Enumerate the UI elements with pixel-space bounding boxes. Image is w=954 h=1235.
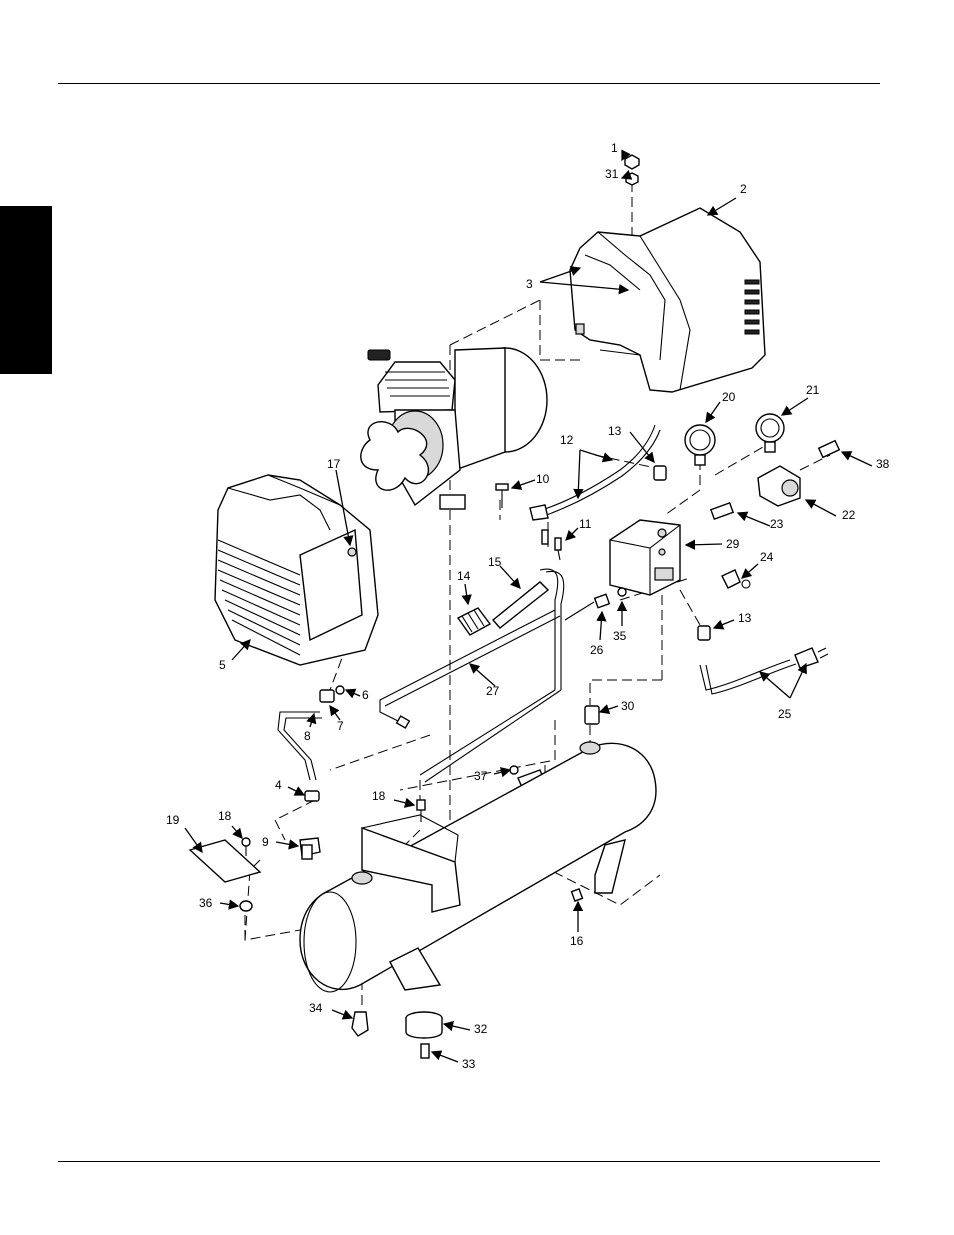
callout-34: 34 bbox=[309, 1001, 323, 1015]
callout-4: 4 bbox=[275, 778, 282, 792]
check-valve bbox=[565, 588, 626, 620]
callout-13-lower: 13 bbox=[738, 611, 752, 625]
callout-31: 31 bbox=[605, 167, 619, 181]
pressure-gauges bbox=[685, 414, 784, 465]
tubes bbox=[420, 569, 564, 782]
motor-shroud bbox=[215, 475, 378, 665]
fittings bbox=[711, 441, 839, 588]
callout-25: 25 bbox=[778, 707, 792, 721]
callout-1: 1 bbox=[611, 141, 618, 155]
callout-26: 26 bbox=[590, 643, 604, 657]
callout-35: 35 bbox=[613, 629, 627, 643]
callout-36: 36 bbox=[199, 896, 213, 910]
callout-14: 14 bbox=[457, 569, 471, 583]
callout-2: 2 bbox=[740, 182, 747, 196]
callout-33: 33 bbox=[462, 1057, 476, 1071]
callout-10: 10 bbox=[536, 472, 550, 486]
callout-7: 7 bbox=[337, 719, 344, 733]
callout-37: 37 bbox=[474, 769, 488, 783]
callout-18-upper: 18 bbox=[372, 789, 386, 803]
callout-13-upper: 13 bbox=[608, 424, 622, 438]
callout-38: 38 bbox=[876, 457, 890, 471]
callout-24: 24 bbox=[760, 550, 774, 564]
callout-21: 21 bbox=[806, 383, 820, 397]
callout-17: 17 bbox=[327, 457, 341, 471]
callout-11: 11 bbox=[579, 517, 592, 531]
callout-20: 20 bbox=[722, 390, 736, 404]
callout-27: 27 bbox=[486, 684, 500, 698]
callout-5: 5 bbox=[219, 658, 226, 672]
callout-3: 3 bbox=[526, 277, 533, 291]
callout-9: 9 bbox=[262, 835, 269, 849]
shroud-cover bbox=[570, 208, 765, 392]
nut-part bbox=[625, 155, 639, 185]
callout-19: 19 bbox=[166, 813, 180, 827]
callout-6: 6 bbox=[362, 688, 369, 702]
tank-fitting bbox=[585, 706, 599, 724]
power-cord-upper bbox=[530, 425, 666, 520]
callout-8: 8 bbox=[304, 729, 311, 743]
callout-16: 16 bbox=[570, 934, 584, 948]
callout-23: 23 bbox=[770, 517, 784, 531]
pressure-switch bbox=[610, 520, 680, 595]
callout-30: 30 bbox=[621, 699, 635, 713]
callout-29: 29 bbox=[726, 537, 740, 551]
callout-32: 32 bbox=[474, 1022, 488, 1036]
callout-22: 22 bbox=[842, 508, 856, 522]
power-cord-lower bbox=[698, 626, 828, 694]
callout-15: 15 bbox=[488, 555, 502, 569]
drain-tube-parts bbox=[278, 686, 344, 801]
bolts bbox=[496, 484, 561, 560]
callout-12: 12 bbox=[560, 433, 574, 447]
callout-18-lower: 18 bbox=[218, 809, 232, 823]
motor-pump-assembly bbox=[361, 348, 547, 509]
